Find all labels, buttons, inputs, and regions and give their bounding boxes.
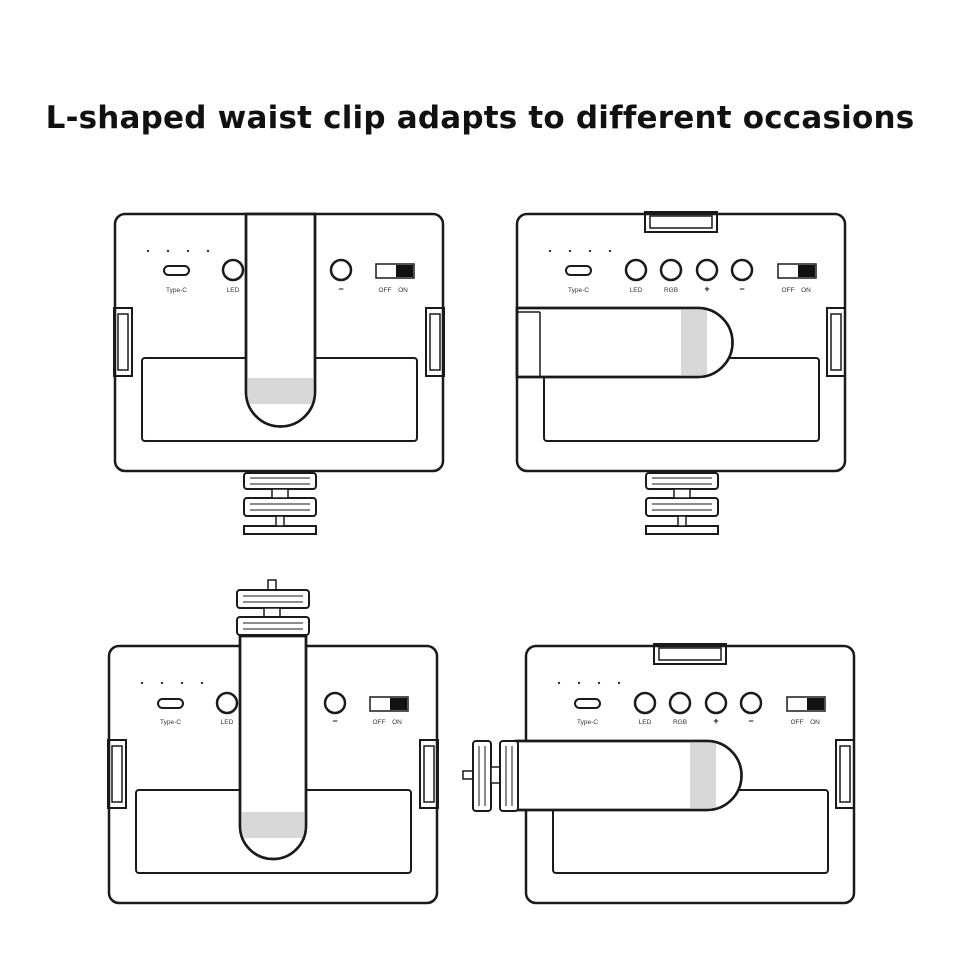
rgb-button: [659, 258, 683, 282]
led-label: LED: [630, 287, 643, 294]
type-c-label: Type-C: [166, 287, 187, 294]
indicator-dots: [548, 249, 612, 253]
off-label: OFF: [791, 719, 804, 726]
side-hook-right: [835, 739, 855, 809]
on-label: ON: [392, 719, 402, 726]
minus-label: −: [338, 284, 343, 294]
page-title: L-shaped waist clip adapts to different …: [45, 100, 915, 136]
on-label: ON: [398, 287, 408, 294]
side-hook-left: [113, 307, 133, 377]
plus-label: +: [704, 284, 709, 294]
rgb-button: [668, 691, 692, 715]
indicator-dots: [140, 681, 204, 685]
minus-button: [739, 691, 763, 715]
led-button: [624, 258, 648, 282]
side-hook-right: [425, 307, 445, 377]
plus-button: [695, 258, 719, 282]
tripod-screw-mount: [243, 472, 317, 535]
tripod-screw-mount: [236, 579, 310, 636]
minus-button: [329, 258, 353, 282]
rgb-label: RGB: [664, 287, 678, 294]
tripod-screw-mount: [645, 472, 719, 535]
tripod-screw-mount: [462, 740, 519, 812]
indicator-dots: [557, 681, 621, 685]
off-label: OFF: [782, 287, 795, 294]
led-label: LED: [639, 719, 652, 726]
type-c-port: [565, 265, 592, 276]
led-button: [221, 258, 245, 282]
rgb-label: RGB: [673, 719, 687, 726]
top-slot: [644, 211, 718, 233]
type-c-label: Type-C: [577, 719, 598, 726]
led-label: LED: [227, 287, 240, 294]
type-c-port: [163, 265, 190, 276]
type-c-label: Type-C: [160, 719, 181, 726]
side-hook-left: [107, 739, 127, 809]
minus-label: −: [739, 284, 744, 294]
type-c-port: [574, 698, 601, 709]
minus-button: [323, 691, 347, 715]
side-hook-right: [419, 739, 439, 809]
side-hook-right: [826, 307, 846, 377]
top-slot: [653, 643, 727, 665]
plus-button: [704, 691, 728, 715]
off-label: OFF: [379, 287, 392, 294]
on-label: ON: [810, 719, 820, 726]
indicator-dots: [146, 249, 210, 253]
type-c-port: [157, 698, 184, 709]
type-c-label: Type-C: [568, 287, 589, 294]
minus-label: −: [748, 716, 753, 726]
on-label: ON: [801, 287, 811, 294]
minus-label: −: [332, 716, 337, 726]
led-label: LED: [221, 719, 234, 726]
off-label: OFF: [373, 719, 386, 726]
led-button: [633, 691, 657, 715]
minus-button: [730, 258, 754, 282]
led-button: [215, 691, 239, 715]
plus-label: +: [713, 716, 718, 726]
